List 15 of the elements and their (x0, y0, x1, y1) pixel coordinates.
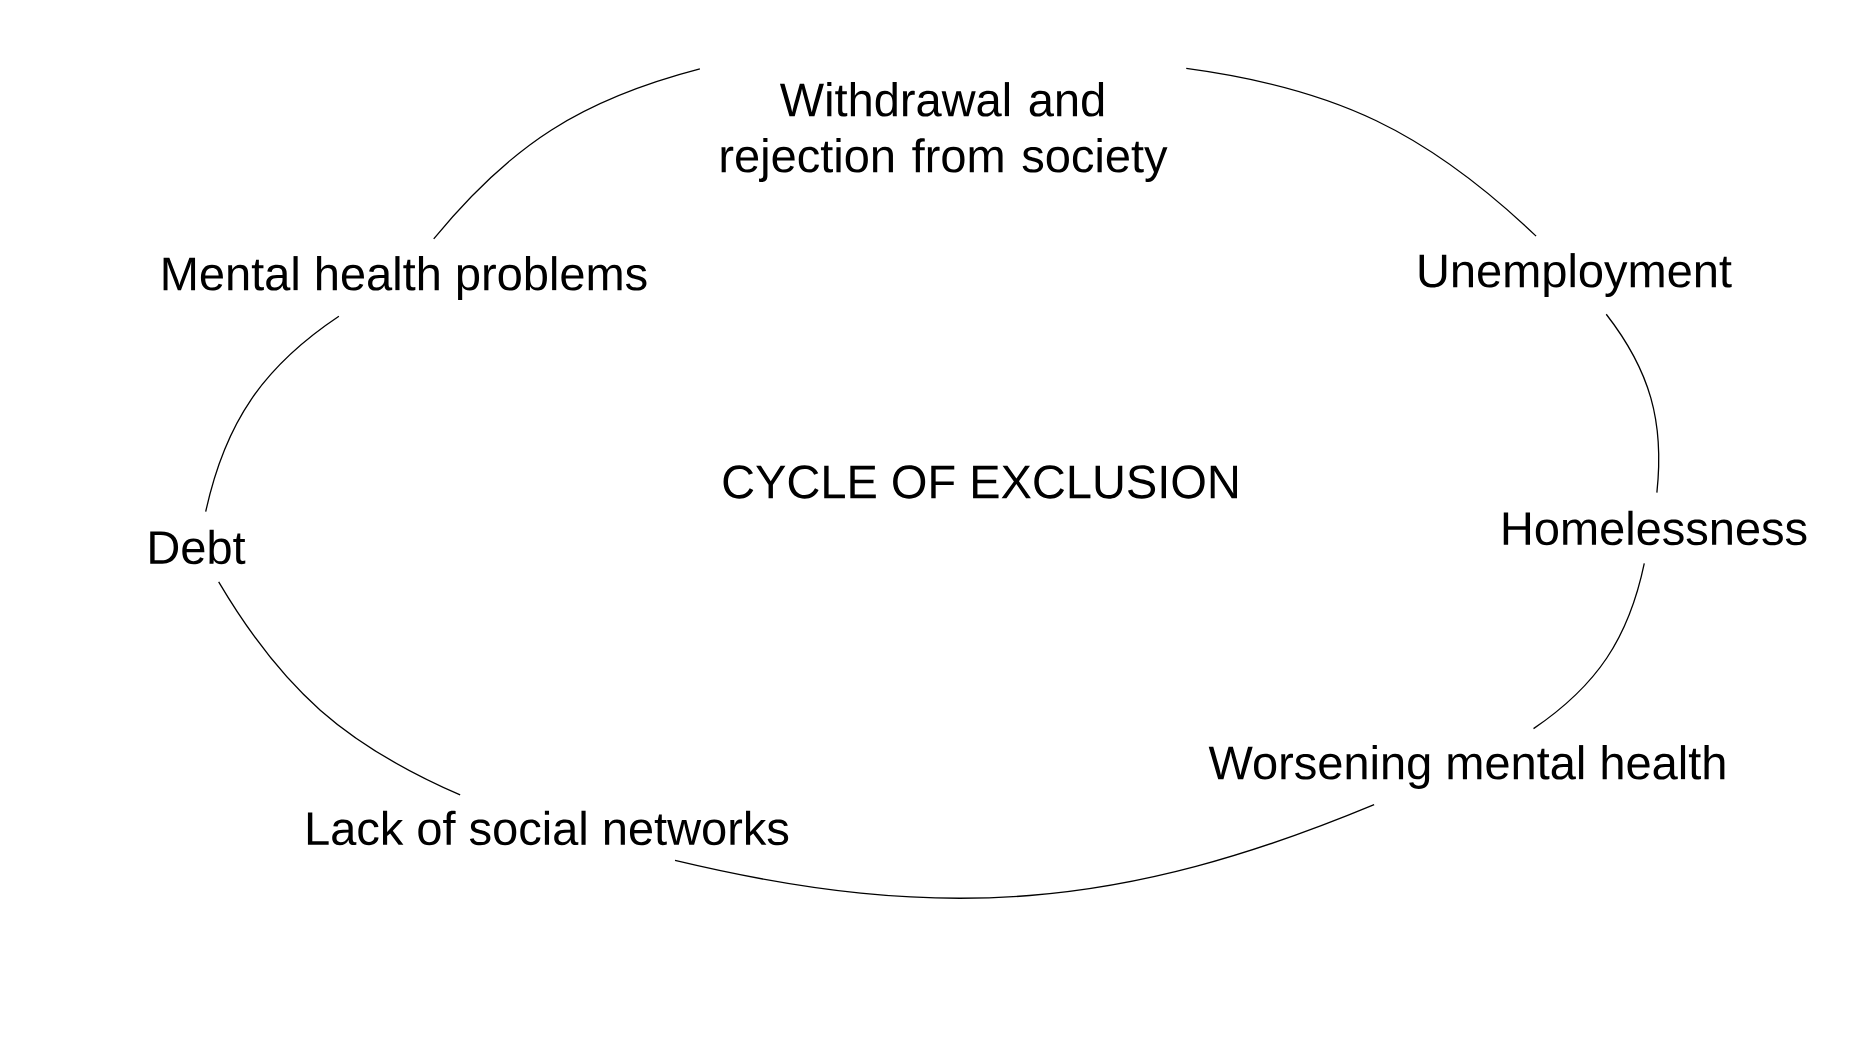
connector-curve (674, 804, 1375, 899)
text-label: Debt (150, 529, 246, 565)
text-label: Homelessness (1503, 510, 1807, 546)
connector-curve (205, 315, 340, 513)
connector-curve (1532, 562, 1645, 730)
text-label: Mental health problems (163, 256, 647, 300)
text-label: Lack of social networks (307, 810, 789, 846)
text-label: Worsening mental health (1208, 745, 1725, 789)
connector-curve (433, 68, 701, 240)
connector-curve (1185, 67, 1537, 237)
center-title: CYCLE OF EXCLUSION (723, 465, 1237, 499)
connector-curve (218, 581, 461, 796)
text-label: Withdrawal and rejection from society (721, 82, 1168, 182)
connector-curve (1605, 313, 1660, 494)
text-label: Unemployment (1419, 253, 1732, 297)
